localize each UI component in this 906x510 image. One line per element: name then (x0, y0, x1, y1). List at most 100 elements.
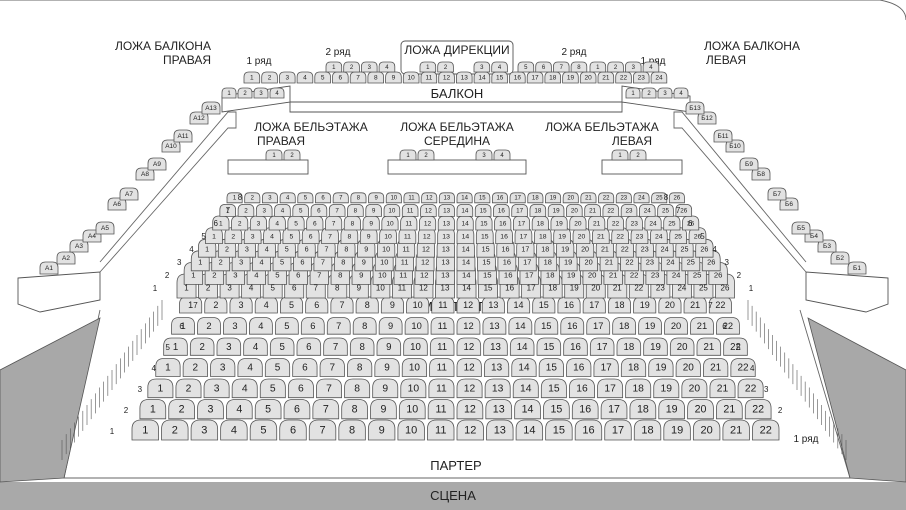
parterre-seat[interactable]: 16 (563, 337, 588, 356)
amphitheatre-seat[interactable]: 4 (274, 204, 291, 217)
parterre-seat[interactable]: 8 (352, 317, 377, 335)
parterre-seat[interactable]: 11 (427, 419, 455, 441)
balcony-seat[interactable]: 1 (243, 71, 261, 84)
side-box-left-seat[interactable]: А2 (56, 251, 76, 265)
amphitheatre-seat[interactable]: 15 (475, 215, 493, 231)
parterre-seat[interactable]: 7 (319, 358, 345, 377)
amphitheatre-seat[interactable]: 14 (456, 215, 474, 231)
parterre-seat[interactable]: 19 (653, 378, 680, 399)
parterre-seat[interactable]: 20 (669, 337, 695, 356)
parterre-seat[interactable]: 12 (456, 337, 482, 356)
parterre-seat[interactable]: 2 (182, 358, 208, 377)
balcony-row2-seat[interactable]: 4 (642, 61, 660, 73)
amphitheatre-seat[interactable]: 5 (297, 192, 314, 204)
parterre-seat[interactable]: 14 (515, 419, 544, 441)
amphitheatre-seat[interactable]: 21 (580, 192, 597, 204)
amphitheatre-seat[interactable]: 22 (602, 204, 620, 217)
side-box-left-seat[interactable]: А11 (173, 129, 193, 143)
amphitheatre-seat[interactable]: 21 (584, 204, 601, 217)
side-box-right-seat[interactable]: Б1 (847, 261, 867, 275)
director-seat[interactable]: 1 (419, 61, 437, 73)
parterre-seat[interactable]: 22 (723, 337, 748, 356)
side-box-right-seat[interactable]: Б12 (697, 111, 717, 125)
parterre-seat[interactable]: 21 (696, 337, 722, 356)
parterre-seat[interactable]: 2 (197, 317, 221, 335)
amphitheatre-seat[interactable]: 23 (625, 215, 643, 231)
balcony-seat[interactable]: 22 (615, 71, 632, 84)
parterre-seat[interactable]: 11 (430, 317, 455, 335)
beletage-left-seat[interactable]: 2 (629, 149, 647, 161)
balcony-seat[interactable]: 23 (633, 71, 650, 84)
amphitheatre-seat[interactable]: 1 (226, 192, 243, 204)
beletage-right-seat[interactable]: 1 (265, 149, 283, 161)
amphitheatre-seat[interactable]: 16 (491, 192, 508, 204)
parterre-seat[interactable]: 13 (484, 378, 511, 399)
parterre-seat[interactable]: 11 (429, 337, 455, 356)
parterre-seat[interactable]: 16 (566, 358, 592, 377)
parterre-seat[interactable]: 18 (607, 296, 631, 314)
balcony-seat[interactable]: 17 (526, 71, 544, 84)
parterre-seat[interactable]: 18 (629, 399, 657, 420)
side-box-right-seat[interactable]: Б8 (751, 167, 771, 181)
side-box-right-seat[interactable]: Б9 (739, 157, 759, 171)
amphitheatre-seat[interactable]: 11 (400, 215, 418, 231)
parterre-seat[interactable]: 7 (326, 317, 351, 335)
amphitheatre-seat[interactable]: 5 (287, 215, 305, 231)
amphitheatre-seat[interactable]: 9 (362, 215, 380, 231)
balcony-box-seat[interactable]: 2 (237, 87, 253, 99)
parterre-seat[interactable]: 16 (574, 419, 603, 441)
side-box-right-seat[interactable]: Б2 (830, 251, 850, 265)
balcony-seat[interactable]: 13 (456, 71, 473, 84)
balcony-row2-seat[interactable]: 8 (570, 61, 588, 73)
parterre-seat[interactable]: 21 (716, 399, 743, 420)
balcony-row2-seat[interactable]: 5 (517, 61, 535, 73)
parterre-seat[interactable]: 12 (456, 399, 484, 420)
balcony-box-seat[interactable]: 1 (221, 87, 237, 99)
parterre-seat[interactable]: 17 (586, 317, 611, 335)
parterre-seat[interactable]: 5 (259, 378, 286, 399)
amphitheatre-seat[interactable]: 3 (261, 192, 278, 204)
parterre-seat[interactable]: 15 (534, 317, 559, 335)
amphitheatre-seat[interactable]: 8 (350, 192, 367, 204)
amphitheatre-seat[interactable]: 4 (279, 192, 296, 204)
parterre-seat[interactable]: 15 (543, 399, 570, 420)
amphitheatre-seat[interactable]: 8 (343, 215, 361, 231)
parterre-seat[interactable]: 16 (571, 399, 599, 420)
balcony-box-seat[interactable]: 1 (625, 87, 641, 99)
parterre-seat[interactable]: 4 (225, 399, 253, 420)
amphitheatre-seat[interactable]: 18 (529, 204, 547, 217)
beletage-middle-seat[interactable]: 1 (399, 149, 417, 161)
parterre-seat[interactable]: 1 (179, 296, 203, 314)
amphitheatre-seat[interactable]: 2 (237, 204, 255, 217)
parterre-seat[interactable]: 15 (545, 419, 573, 441)
amphitheatre-seat[interactable]: 15 (474, 204, 492, 217)
parterre-seat[interactable]: 19 (648, 358, 674, 377)
balcony-seat[interactable]: 10 (402, 71, 420, 84)
balcony-row2-seat[interactable]: 1 (589, 61, 607, 73)
amphitheatre-seat[interactable]: 2 (244, 192, 261, 204)
parterre-seat[interactable]: 12 (456, 358, 482, 377)
amphitheatre-seat[interactable]: 22 (606, 215, 625, 231)
parterre-seat[interactable]: 3 (216, 337, 242, 356)
parterre-seat[interactable]: 12 (456, 378, 483, 399)
parterre-seat[interactable]: 3 (223, 317, 247, 335)
parterre-seat[interactable]: 21 (722, 419, 750, 441)
director-seat[interactable]: 2 (437, 61, 454, 73)
parterre-seat[interactable]: 6 (296, 337, 322, 356)
parterre-seat[interactable]: 6 (305, 296, 329, 314)
amphitheatre-seat[interactable]: 17 (509, 192, 526, 204)
balcony-row2-seat[interactable]: 2 (607, 61, 624, 73)
balcony-row2-seat[interactable]: 7 (553, 61, 570, 73)
parterre-seat[interactable]: 14 (508, 317, 533, 335)
balcony-row2-seat[interactable]: 1 (325, 61, 343, 73)
parterre-seat[interactable]: 10 (401, 358, 428, 377)
beletage-middle-seat[interactable]: 4 (493, 149, 511, 161)
parterre-seat[interactable]: 6 (292, 358, 318, 377)
parterre-seat[interactable]: 9 (376, 337, 402, 356)
amphitheatre-seat[interactable]: 26 (668, 192, 685, 204)
director-seat[interactable]: 3 (473, 61, 491, 73)
parterre-seat[interactable]: 1 (171, 317, 195, 335)
amphitheatre-seat[interactable]: 20 (569, 215, 587, 231)
parterre-seat[interactable]: 16 (569, 378, 595, 399)
parterre-seat[interactable]: 12 (456, 419, 484, 441)
